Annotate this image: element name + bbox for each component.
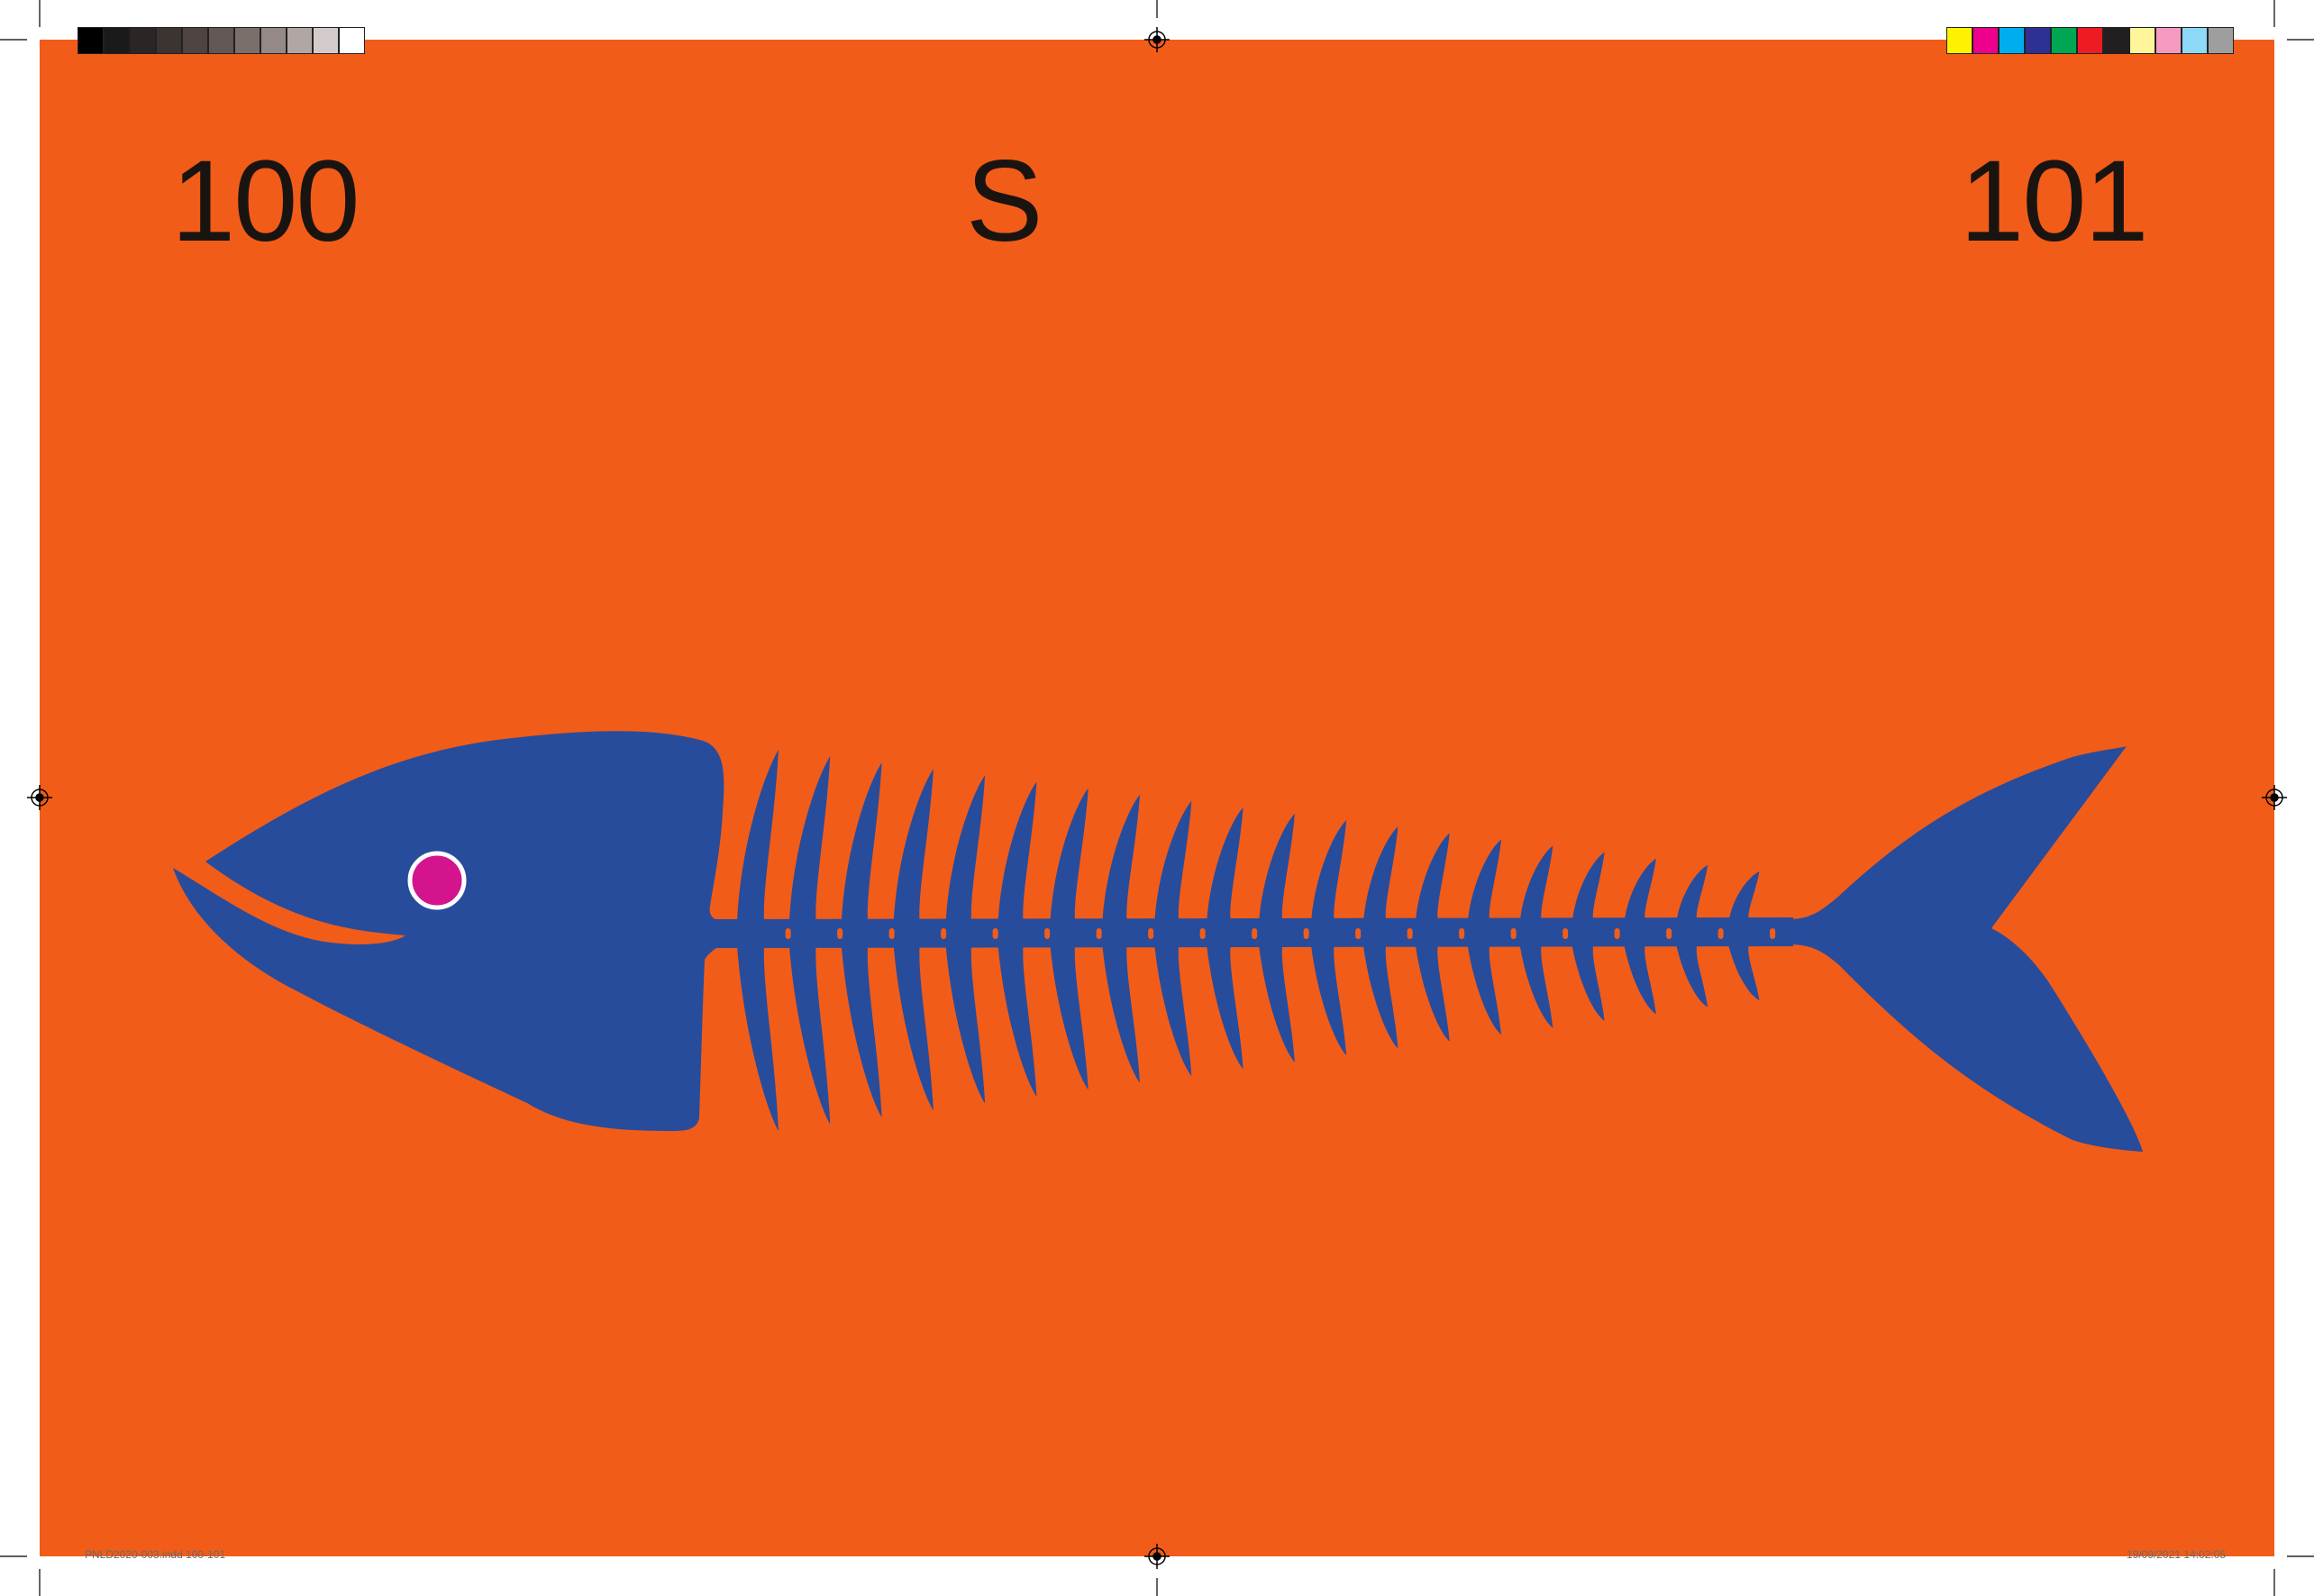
grayscale-swatch (208, 27, 234, 54)
fish-lower-rib (1467, 946, 1502, 1035)
process-color-bar (1946, 27, 2234, 54)
fish-vertebra-gap (941, 928, 947, 939)
fish-vertebra-gap (992, 928, 998, 939)
grayscale-swatch (313, 27, 339, 54)
fish-vertebra-gap (1562, 928, 1569, 939)
fish-vertebra-gap (837, 928, 843, 939)
fish-vertebra-gap (1252, 928, 1258, 939)
fish-vertebra-gap (1044, 928, 1051, 939)
fish-vertebra-gap (1459, 928, 1465, 939)
fish-vertebra-gap (1199, 928, 1206, 939)
fish-vertebra-gap (1303, 928, 1309, 939)
process-color-swatch (2155, 27, 2182, 54)
fish-vertebra-gap (1096, 928, 1102, 939)
registration-mark-top (1144, 27, 1170, 52)
fish-vertebra-gap (1666, 928, 1672, 939)
fish-upper-rib (893, 769, 934, 921)
grayscale-swatch (260, 27, 287, 54)
fish-upper-rib (1207, 807, 1244, 921)
fish-vertebra-gap (1770, 928, 1776, 939)
fish-tail (1789, 746, 2143, 1152)
grayscale-swatch (104, 27, 130, 54)
fish-eye (407, 851, 467, 910)
fish-lower-rib (1624, 946, 1656, 1015)
process-color-swatch (1999, 27, 2025, 54)
fish-lower-rib (1415, 946, 1450, 1042)
fish-upper-rib (1467, 839, 1502, 921)
process-color-swatch (2182, 27, 2208, 54)
fish-lower-rib (1676, 946, 1708, 1008)
fish-lower-rib (1728, 946, 1760, 1000)
fish-lower-rib (1207, 946, 1244, 1070)
fish-lower-rib (1154, 946, 1192, 1076)
fish-upper-rib (1259, 814, 1295, 921)
process-color-swatch (1972, 27, 1999, 54)
registration-mark-bottom (1144, 1544, 1170, 1569)
grayscale-swatch (77, 27, 104, 54)
fish-lower-rib (1519, 946, 1553, 1028)
fish-upper-rib (841, 762, 882, 921)
fish-upper-rib (1311, 820, 1347, 921)
fish-upper-rib (1154, 800, 1192, 921)
process-color-swatch (2129, 27, 2155, 54)
fish-lower-rib (1102, 946, 1141, 1083)
grayscale-swatch (234, 27, 260, 54)
process-color-swatch (2025, 27, 2051, 54)
process-color-swatch (2103, 27, 2129, 54)
fish-upper-rib (945, 775, 986, 921)
fish-upper-rib (1363, 826, 1398, 921)
section-letter: S (966, 137, 1043, 266)
fish-upper-rib (1519, 845, 1553, 921)
grayscale-swatch (339, 27, 365, 54)
fish-lower-rib (945, 946, 986, 1104)
grayscale-swatch (156, 27, 182, 54)
fish-lower-rib (1259, 946, 1295, 1062)
fish-upper-rib (737, 750, 779, 921)
fish-lower-rib (998, 946, 1037, 1097)
fish-upper-rib (1572, 852, 1605, 921)
fish-lower-rib (1572, 946, 1605, 1021)
grayscale-swatch (130, 27, 156, 54)
fish-upper-rib (788, 756, 831, 921)
fish-lower-rib (1311, 946, 1347, 1056)
left-page-number: 100 (171, 137, 360, 266)
fish-upper-rib (1050, 788, 1089, 921)
fish-vertebra-gap (1717, 928, 1724, 939)
fish-lower-rib (841, 946, 882, 1117)
fish-upper-rib (998, 781, 1037, 921)
fish-upper-rib (1676, 864, 1708, 921)
fish-lower-rib (1363, 946, 1398, 1049)
fish-head (173, 731, 735, 1131)
slug-file-info: PNLD2020-003.indd 100-101 (85, 1548, 226, 1561)
fish-upper-rib (1415, 833, 1450, 921)
slug-date-time: 19/09/2021 14:02:05 (2127, 1548, 2227, 1561)
fish-vertebra-gap (1614, 928, 1620, 939)
fish-lower-rib (1050, 946, 1089, 1090)
registration-mark-right (2262, 785, 2287, 810)
fish-vertebra-gap (1355, 928, 1362, 939)
fish-lower-rib (788, 946, 831, 1125)
process-color-swatch (2208, 27, 2234, 54)
fish-vertebra-gap (1148, 928, 1154, 939)
registration-mark-left (27, 785, 52, 810)
fish-lower-rib (893, 946, 934, 1111)
grayscale-swatch (287, 27, 313, 54)
right-page-number: 101 (1960, 137, 2149, 266)
fish-vertebra-gap (1407, 928, 1413, 939)
process-color-swatch (1946, 27, 1972, 54)
fish-upper-rib (1624, 858, 1656, 921)
fish-vertebra-gap (1510, 928, 1517, 939)
fish-upper-rib (1728, 871, 1760, 921)
fish-lower-rib (737, 946, 779, 1131)
process-color-swatch (2077, 27, 2103, 54)
process-color-swatch (2051, 27, 2077, 54)
fish-vertebra-gap (785, 928, 791, 939)
fish-vertebra-gap (888, 928, 895, 939)
grayscale-swatch (182, 27, 208, 54)
fish-upper-rib (1102, 794, 1141, 921)
grayscale-color-bar (77, 27, 365, 54)
